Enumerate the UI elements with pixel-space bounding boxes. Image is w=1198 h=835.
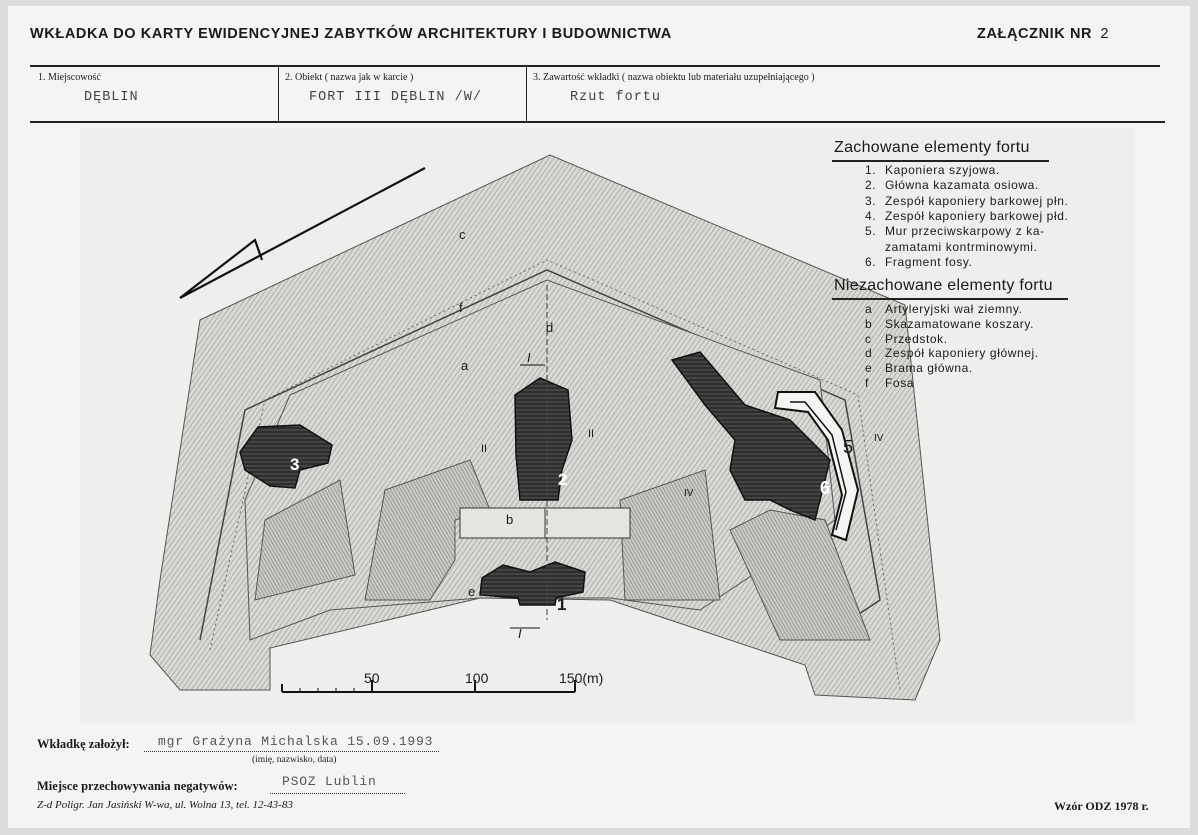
legend-item: 2. Główna kazamata osiowa.	[865, 178, 1039, 192]
rule-divider-2	[526, 66, 527, 122]
storage-label: Miejsce przechowywania negatywów:	[37, 779, 238, 793]
lost-legend-title: Niezachowane elementy fortu	[834, 277, 1053, 294]
label-b: b	[506, 512, 514, 527]
section-mark-iv-left: IV	[684, 488, 694, 499]
legend-item-text: Kaponiera szyjowa.	[885, 163, 1000, 177]
legend-item-number: 3.	[865, 193, 877, 208]
rule-divider-1	[278, 66, 279, 122]
lost-legend-underline	[832, 298, 1068, 300]
created-by-label: Wkładkę założył:	[37, 737, 130, 751]
legend-item: 4. Zespół kaponiery barkowej płd.	[865, 209, 1068, 223]
legend-item-text: Artyleryjski wał ziemny.	[885, 302, 1023, 316]
label-d: d	[546, 320, 554, 335]
object-label: 2. Obiekt ( nazwa jak w karcie )	[285, 72, 414, 83]
label-1: 1	[557, 595, 567, 614]
rule-bottom	[30, 121, 1165, 123]
main-casemate	[514, 377, 573, 501]
label-c: c	[459, 227, 466, 242]
legend-item-text: Zespół kaponiery barkowej płn.	[885, 193, 1069, 208]
form-version: Wzór ODZ 1978 r.	[1054, 799, 1149, 813]
scale-label-100: 100	[465, 670, 489, 686]
scale-bar	[281, 680, 576, 693]
attachment-label-text: ZAŁĄCZNIK NR	[977, 26, 1093, 42]
legend-item-number: 5.	[865, 224, 877, 239]
legend-item-number: 2.	[865, 178, 877, 193]
legend-item: 6. Fragment fosy.	[865, 255, 973, 269]
content-label: 3. Zawartość wkładki ( nazwa obiektu lub…	[533, 72, 815, 83]
attachment-label: ZAŁĄCZNIK NR 2	[977, 26, 1109, 43]
form-title: WKŁADKA DO KARTY EWIDENCYJNEJ ZABYTKÓW A…	[30, 26, 672, 42]
inner-courtyard-far-right	[729, 509, 871, 641]
legend-item: 5. Mur przeciwskarpowy z ka-	[865, 224, 1045, 238]
locality-value: DĘBLIN	[84, 90, 139, 105]
counterscarp-wall	[773, 391, 860, 542]
legend-item: zamatami kontrminowymi.	[865, 240, 1038, 254]
legend-item-number: f	[865, 376, 869, 390]
label-a: a	[461, 358, 469, 373]
label-5: 5	[843, 437, 854, 457]
legend-item: 1. Kaponiera szyjowa.	[865, 163, 1000, 177]
label-e: e	[468, 584, 476, 599]
legend-item: f Fosa	[865, 376, 914, 390]
section-mark-ii-left: II	[481, 443, 488, 455]
section-mark-i-bottom: I	[518, 626, 522, 641]
moat-fragment	[790, 401, 847, 531]
legend-item: c Przedstok.	[865, 332, 948, 346]
section-mark-i-top: I	[527, 350, 531, 365]
legend-item-text: Fosa	[885, 376, 915, 390]
section-mark-ii-right: II	[588, 428, 595, 440]
legend-item-text: zamatami kontrminowymi.	[885, 239, 1038, 254]
inner-outline	[209, 259, 901, 691]
south-caponier	[670, 351, 831, 522]
section-mark-iv-right: IV	[874, 433, 884, 444]
created-by-dots	[144, 750, 439, 752]
rule-top	[30, 65, 1160, 67]
label-2: 2	[558, 470, 568, 489]
storage-value: PSOZ Lublin	[282, 774, 377, 789]
preserved-legend-title: Zachowane elementy fortu	[834, 139, 1030, 156]
legend-item: a Artyleryjski wał ziemny.	[865, 302, 1023, 316]
printer-info: Z-d Poligr. Jan Jasiński W-wa, ul. Wolna…	[37, 799, 293, 811]
legend-item-number: 6.	[865, 254, 877, 269]
north-arrow-icon	[179, 167, 426, 299]
legend-item-text: Mur przeciwskarpowy z ka-	[885, 224, 1045, 239]
legend-item-text: Fragment fosy.	[885, 254, 973, 269]
attachment-number: 2	[1100, 27, 1110, 43]
storage-dots	[270, 792, 405, 794]
object-value: FORT III DĘBLIN /W/	[309, 90, 482, 105]
legend-item-number: d	[865, 346, 873, 361]
created-by-note: (imię, nazwisko, data)	[252, 755, 337, 765]
scale-label-150: 150(m)	[559, 670, 604, 686]
legend-item-number: 4.	[865, 208, 877, 223]
legend-item-text: Skazamatowane koszary.	[885, 316, 1035, 331]
legend-item: b Skazamatowane koszary.	[865, 317, 1034, 331]
legend-item-number: c	[865, 331, 872, 346]
label-6: 6	[820, 478, 831, 498]
legend-item-text: Brama główna.	[885, 361, 973, 376]
legend-item-number: 1.	[865, 163, 877, 177]
locality-label: 1. Miejscowość	[38, 72, 101, 83]
preserved-legend-underline	[832, 160, 1049, 162]
legend-item-number: a	[865, 302, 873, 316]
created-by-value: mgr Grażyna Michalska 15.09.1993	[158, 734, 434, 749]
content-value: Rzut fortu	[570, 90, 662, 105]
inner-courtyard-right	[619, 469, 721, 601]
legend-item-text: Zespół kaponiery barkowej płd.	[885, 208, 1069, 223]
inner-courtyard-far-left	[254, 479, 356, 601]
legend-item-number: e	[865, 361, 873, 376]
legend-item-text: Przedstok.	[885, 331, 948, 346]
north-caponier	[239, 424, 333, 489]
legend-item: d Zespół kaponiery głównej.	[865, 346, 1039, 360]
legend-item-text: Główna kazamata osiowa.	[885, 178, 1039, 193]
legend-item: 3. Zespół kaponiery barkowej płn.	[865, 194, 1068, 208]
scale-label-50: 50	[364, 670, 380, 686]
legend-item-number: b	[865, 316, 873, 331]
legend-item: e Brama główna.	[865, 361, 973, 375]
label-3: 3	[290, 455, 300, 474]
gorge-caponier	[479, 561, 586, 606]
label-f: f	[459, 300, 463, 315]
legend-item-text: Zespół kaponiery głównej.	[885, 346, 1039, 361]
